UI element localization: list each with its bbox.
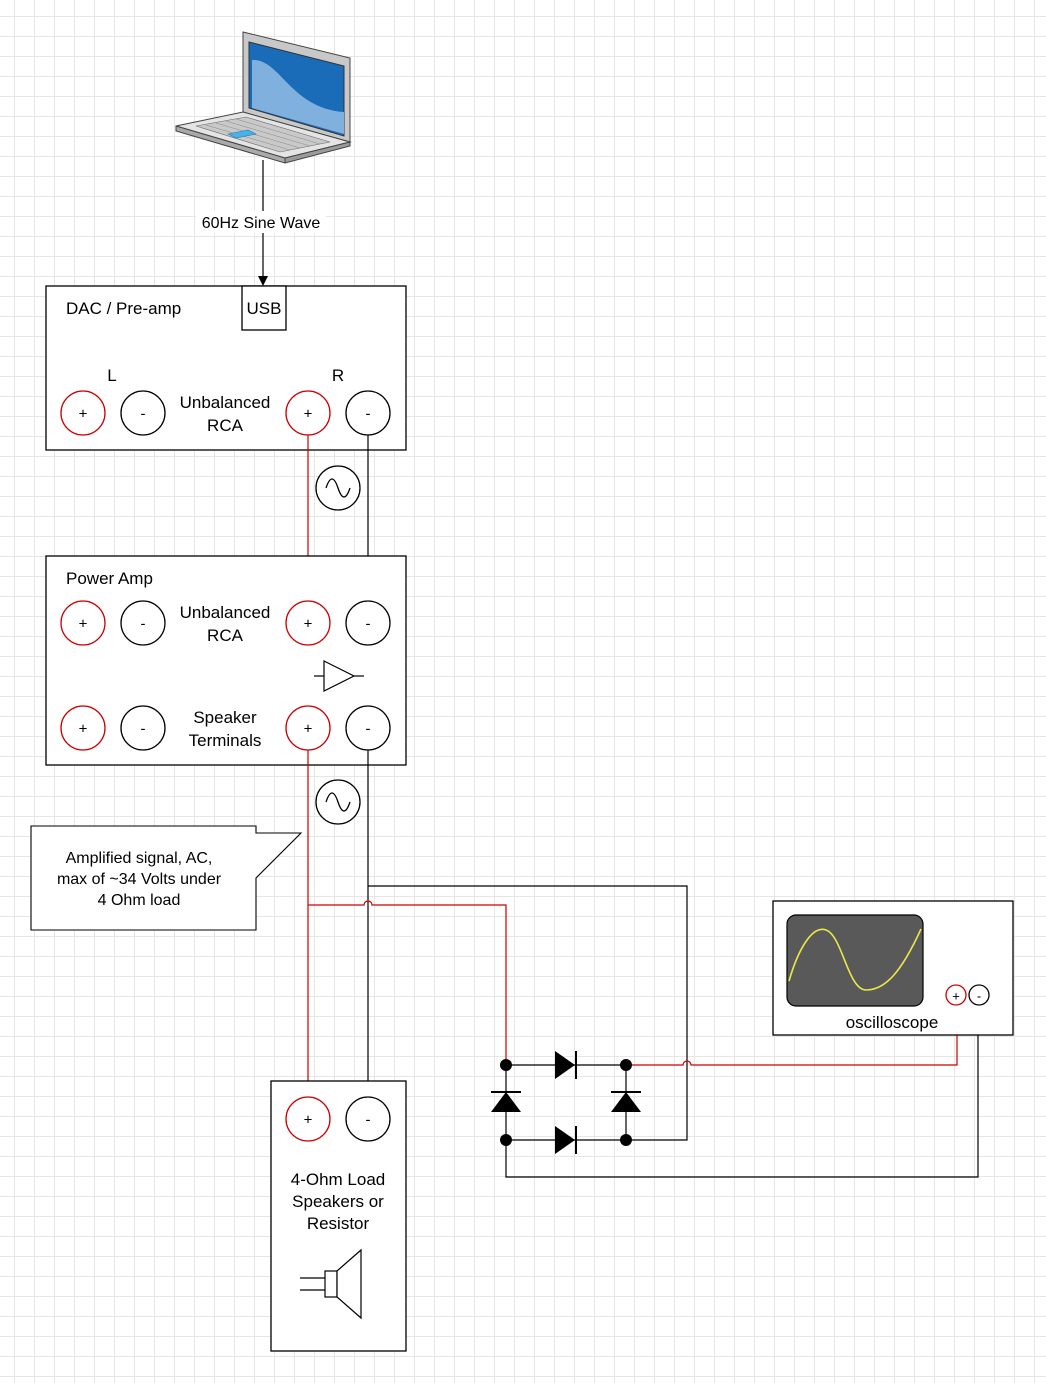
amp-speaker-left-plus-terminal bbox=[60, 705, 106, 751]
amp-rca-label-line1: Unbalanced bbox=[180, 603, 271, 622]
callout-line3: 4 Ohm load bbox=[98, 892, 181, 909]
signal-arrow-head bbox=[258, 276, 268, 286]
negative-tap-wire bbox=[368, 885, 688, 1141]
oscilloscope-trace bbox=[788, 928, 922, 991]
load-minus-terminal bbox=[345, 1096, 391, 1142]
amp-speaker-right-minus-label: - bbox=[366, 721, 371, 738]
amp-rca-left-minus-label: - bbox=[141, 616, 146, 633]
dac-preamp-box: DAC / Pre-amp USB L R Unbalanced RCA + -… bbox=[45, 285, 407, 451]
load-label-line3: Resistor bbox=[307, 1214, 370, 1233]
diode-bottom-icon bbox=[555, 1126, 577, 1154]
usb-label: USB bbox=[247, 299, 282, 318]
amp-rca-left-plus-terminal bbox=[60, 600, 106, 646]
oscilloscope-screen bbox=[786, 914, 924, 1007]
bridge-rectifier bbox=[491, 1051, 641, 1154]
power-amp-title: Power Amp bbox=[66, 569, 153, 588]
amp-speaker-left-minus-label: - bbox=[141, 721, 146, 738]
laptop-icon bbox=[175, 31, 352, 164]
amp-rca-label-line2: RCA bbox=[207, 626, 244, 645]
ac-output-icon bbox=[315, 779, 361, 825]
oscilloscope-box: oscilloscope + - bbox=[772, 900, 1014, 1036]
amp-rca-left-plus-label: + bbox=[79, 616, 88, 633]
speaker-icon bbox=[300, 1248, 362, 1320]
callout-line1: Amplified signal, AC, bbox=[66, 850, 213, 867]
dac-left-minus-terminal bbox=[120, 390, 166, 436]
dac-right-minus-label: - bbox=[366, 406, 371, 423]
amp-speaker-right-plus-label: + bbox=[304, 721, 313, 738]
positive-tap-wire bbox=[308, 900, 507, 1065]
amp-speaker-left-minus-terminal bbox=[120, 705, 166, 751]
amp-rca-right-plus-label: + bbox=[304, 616, 313, 633]
scope-plus-label: + bbox=[952, 989, 960, 1004]
amp-rca-right-minus-label: - bbox=[366, 616, 371, 633]
scope-minus-terminal bbox=[968, 984, 990, 1006]
right-channel-label: R bbox=[332, 366, 344, 385]
amp-rca-right-minus-terminal bbox=[345, 600, 391, 646]
callout-line2: max of ~34 Volts under bbox=[57, 871, 222, 888]
load-minus-label: - bbox=[366, 1112, 371, 1129]
load-label-line1: 4-Ohm Load bbox=[291, 1170, 386, 1189]
diode-left-icon bbox=[491, 1091, 521, 1112]
load-plus-label: + bbox=[304, 1112, 313, 1129]
dac-left-plus-terminal bbox=[60, 390, 106, 436]
scope-positive-wire bbox=[632, 1005, 958, 1066]
scope-negative-wire bbox=[505, 1005, 979, 1178]
usb-port bbox=[241, 285, 287, 331]
oscilloscope-label: oscilloscope bbox=[846, 1013, 939, 1032]
dac-right-plus-label: + bbox=[304, 406, 313, 423]
amplifier-symbol-icon bbox=[314, 660, 364, 692]
dac-title: DAC / Pre-amp bbox=[66, 299, 181, 318]
amp-speaker-left-plus-label: + bbox=[79, 721, 88, 738]
amp-speaker-label-line2: Terminals bbox=[189, 731, 262, 750]
dac-left-plus-label: + bbox=[79, 406, 88, 423]
annotation-callout: Amplified signal, AC, max of ~34 Volts u… bbox=[30, 825, 303, 931]
diode-right-icon bbox=[611, 1091, 641, 1112]
power-amp-box: Power Amp Unbalanced RCA Speaker Termina… bbox=[45, 555, 407, 766]
load-box: + - 4-Ohm Load Speakers or Resistor bbox=[270, 1080, 407, 1352]
left-channel-label: L bbox=[107, 366, 116, 385]
signal-label-bg bbox=[196, 211, 326, 233]
amp-rca-left-minus-terminal bbox=[120, 600, 166, 646]
load-plus-terminal bbox=[285, 1096, 331, 1142]
load-label-line2: Speakers or bbox=[292, 1192, 384, 1211]
diode-top-icon bbox=[555, 1051, 577, 1079]
scope-plus-terminal bbox=[945, 984, 967, 1006]
dac-rca-label-line1: Unbalanced bbox=[180, 393, 271, 412]
amp-speaker-label-line1: Speaker bbox=[193, 708, 257, 727]
scope-minus-label: - bbox=[977, 989, 981, 1004]
dac-left-minus-label: - bbox=[141, 406, 146, 423]
signal-label: 60Hz Sine Wave bbox=[202, 215, 321, 232]
ac-source-icon bbox=[315, 465, 361, 511]
dac-rca-label-line2: RCA bbox=[207, 416, 244, 435]
amp-rca-right-plus-terminal bbox=[285, 600, 331, 646]
